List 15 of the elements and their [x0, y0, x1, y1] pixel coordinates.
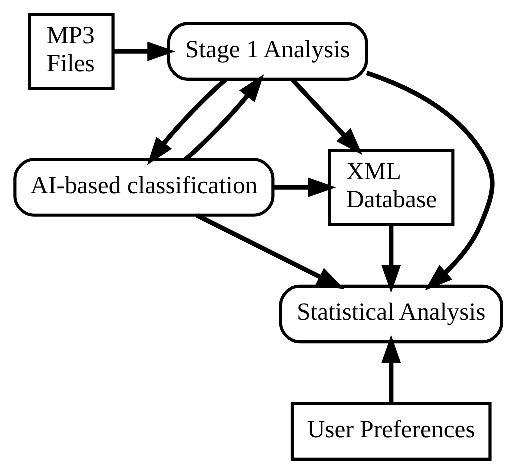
node-box: Stage 1 Analysis — [166, 22, 368, 81]
arrow — [113, 42, 175, 62]
arrow — [196, 214, 344, 290]
node-box: User Preferences — [290, 402, 492, 461]
node-box: XML Database — [328, 148, 454, 226]
node-box: Statistical Analysis — [278, 284, 503, 344]
arrow — [366, 71, 494, 291]
arrow — [184, 74, 264, 162]
arrow — [290, 78, 362, 156]
node-box: AI-based classification — [13, 158, 274, 217]
arrow — [146, 78, 227, 166]
arrow — [381, 224, 401, 294]
arrow — [273, 178, 336, 198]
arrow — [381, 335, 401, 404]
node-box: MP3 Files — [28, 13, 114, 90]
